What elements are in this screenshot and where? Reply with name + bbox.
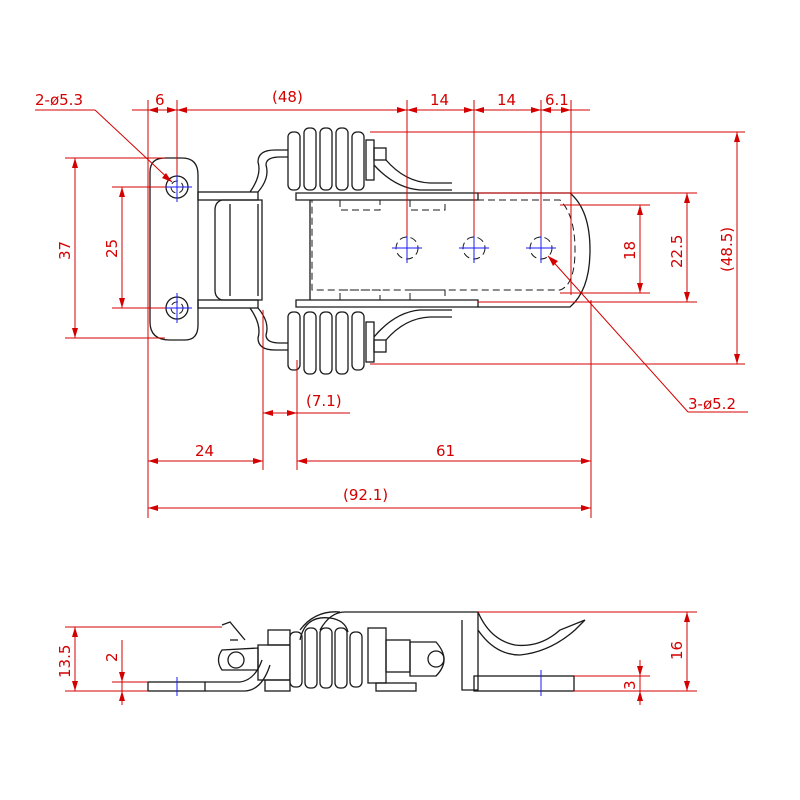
top-view-centerlines [162,172,556,323]
hasp-tongue [478,192,591,308]
spring-top [287,127,387,191]
dim-14-a: 14 [430,91,449,109]
hinge-barrel [214,199,263,301]
dim-25: 25 [103,239,121,258]
dim-holes-left: 2-ø5.3 [35,91,83,109]
hinge-tab-bottom [197,299,259,309]
dim-37: 37 [56,241,74,260]
catch-plate-hidden [311,199,576,291]
spring-bottom [287,311,387,375]
base-plate-right [473,675,575,692]
dim-holes-right: 3-ø5.2 [688,395,736,413]
side-view-dimensions [65,611,697,705]
side-view-dim-text: 13.5 2 16 3 [56,641,686,690]
dim-18: 18 [621,241,639,260]
top-view-dim-text: 2-ø5.3 6 (48) 14 14 6.1 37 25 18 22.5 (4… [35,88,736,504]
dim-24: 24 [195,442,214,460]
side-view-part [147,611,586,692]
dim-14-b: 14 [497,91,516,109]
dim-6: 6 [155,91,165,109]
dim-2: 2 [103,652,121,662]
dim-3: 3 [621,680,639,690]
top-view-dimensions [35,100,748,518]
dim-13-5: 13.5 [56,645,74,678]
dim-22-5: 22.5 [668,235,686,268]
left-mount-plate [149,157,199,341]
dim-16: 16 [668,641,686,660]
wire-bail-bottom [249,307,290,351]
spring-side [289,627,363,689]
dim-48-5: (48.5) [718,227,736,272]
dim-6-1: 6.1 [545,91,569,109]
side-view-centerlines [176,670,542,696]
dim-92-1: (92.1) [343,486,388,504]
dim-48: (48) [272,88,303,106]
dim-61: 61 [436,442,455,460]
top-view-part [149,127,591,375]
hinge-tab-top [197,191,259,201]
hinge-eye-right [427,650,445,668]
hinge-eye-left [227,651,245,669]
wire-bail-top [249,149,290,193]
dim-7-1: (7.1) [306,392,342,410]
